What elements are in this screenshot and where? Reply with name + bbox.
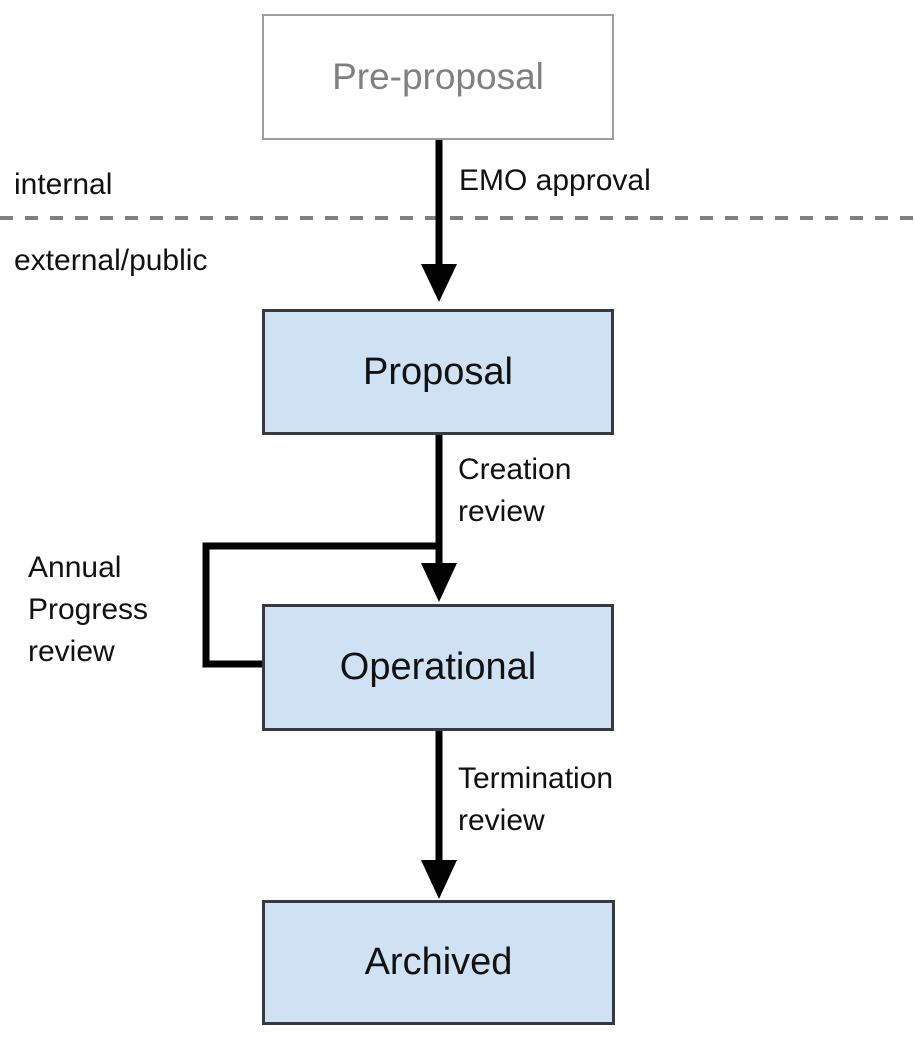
edge-label-emo-approval: EMO approval bbox=[459, 164, 651, 197]
edge-label-termination-review: Termination review bbox=[458, 762, 614, 837]
node-proposal-label: Proposal bbox=[363, 350, 513, 393]
edge-label-annual-progress-review: Annual Progress review bbox=[28, 551, 149, 668]
node-pre-proposal: Pre-proposal bbox=[262, 14, 614, 140]
edge-emo-approval-arrowhead bbox=[421, 264, 457, 302]
zone-label-internal: internal bbox=[14, 168, 113, 201]
edge-termination-review-arrowhead bbox=[421, 860, 457, 899]
node-proposal: Proposal bbox=[262, 309, 614, 435]
edge-label-creation-review: Creation review bbox=[458, 453, 572, 528]
node-operational: Operational bbox=[262, 604, 614, 731]
node-pre-proposal-label: Pre-proposal bbox=[332, 56, 544, 97]
edge-annual-progress-loop-line bbox=[202, 542, 437, 668]
node-operational-label: Operational bbox=[339, 646, 537, 688]
zone-label-external-public: external/public bbox=[14, 244, 208, 277]
node-archived: Archived bbox=[262, 900, 615, 1025]
edge-creation-review-arrowhead bbox=[421, 563, 457, 602]
node-archived-label: Archived bbox=[364, 941, 513, 983]
